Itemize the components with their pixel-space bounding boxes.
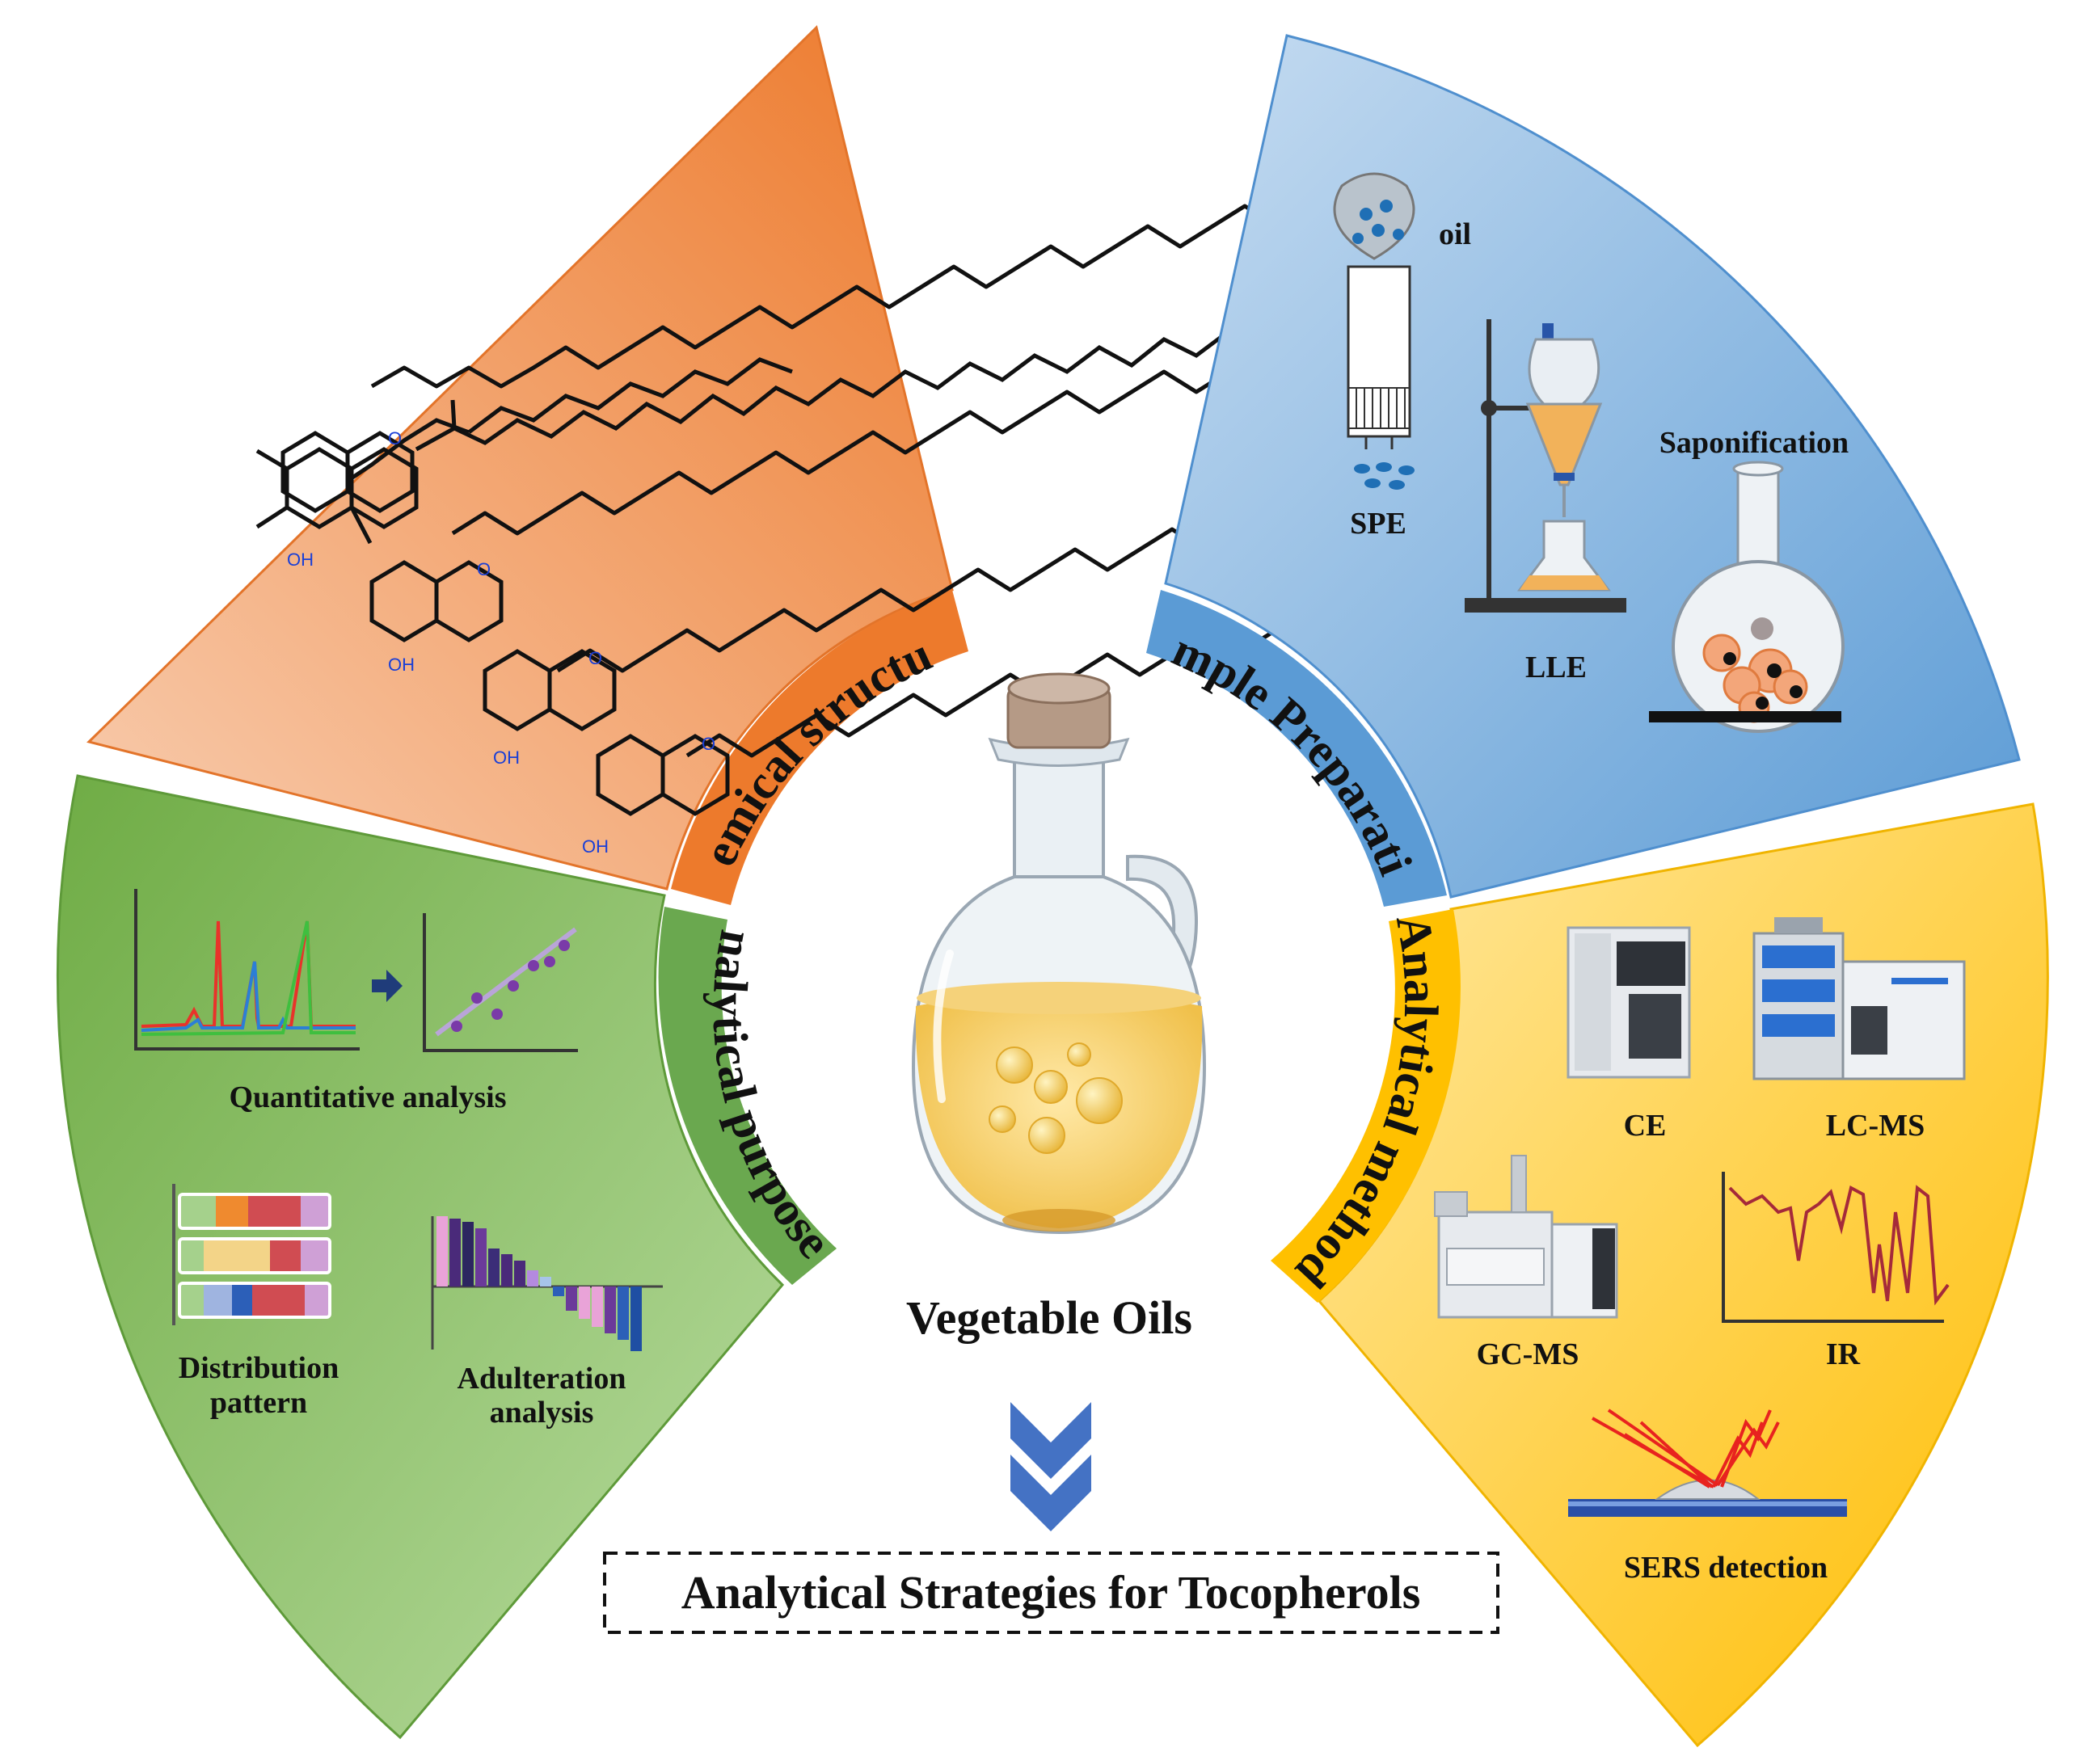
sers-label: SERS detection [1624,1551,1828,1585]
saponification-label: Saponification [1659,426,1849,460]
subtitle-text: Analytical Strategies for Tocopherols [681,1566,1421,1619]
chevron-down-icon [1010,1402,1091,1531]
svg-text:O: O [388,428,402,448]
ir-label: IR [1826,1337,1861,1371]
oil-label: oil [1439,217,1471,251]
lle-label: LLE [1525,651,1587,684]
separatory-funnel-icon [1465,319,1626,613]
oil-bubbles [989,1042,1123,1154]
lcms-instrument-icon [1752,917,1966,1080]
chemical-structures-band [671,590,968,905]
quantitative-analysis-label: Quantitative analysis [229,1080,506,1114]
arrow-right-icon [372,970,403,1002]
gcms-instrument-icon [1434,1155,1618,1319]
oxygen-labels: O O O O [388,428,715,754]
subtitle-box: Analytical Strategies for Tocopherols [603,1552,1499,1634]
svg-text:OH: OH [287,550,314,570]
lcms-label: LC-MS [1826,1109,1925,1143]
tocopherol-structure-1 [255,322,1295,545]
ce-instrument-icon [1567,926,1691,1079]
ir-spectrum-icon [1722,1172,1950,1323]
sers-laser-icon [1568,1409,1847,1517]
chromatogram-icon [134,889,360,1051]
tocopherol-structure-1-tail [346,357,793,483]
chemical-structures-quadrant: Chemical structures [0,0,1368,905]
svg-text:OH: OH [388,655,415,675]
svg-text:OH: OH [493,747,520,768]
analytical-purposes-band [658,907,837,1285]
waterfall-bar-icon [431,1216,663,1351]
analytical-method-band [1271,909,1461,1303]
svg-text:O: O [477,559,491,579]
spe-label: SPE [1350,507,1406,541]
spe-cartridge-icon [1333,172,1415,490]
calibration-plot-icon [423,913,578,1052]
oil-bottle-icon [911,672,1207,1235]
svg-text:O: O [702,734,715,754]
sample-preparation-band [1146,590,1447,907]
center-title: Vegetable Oils [906,1291,1192,1344]
ce-label: CE [1624,1109,1667,1143]
gcms-label: GC-MS [1477,1337,1579,1371]
analytical-method-quadrant: Analytical method CE LC-MS [1271,802,2049,1748]
round-flask-icon [1649,461,1845,733]
svg-text:OH: OH [582,836,609,857]
distribution-label-line1: Distribution [179,1351,339,1385]
svg-text:O: O [588,648,602,668]
adulteration-label-line2: analysis [490,1396,594,1430]
chromanol-rings [280,431,730,816]
hydroxyl-labels: OH OH OH OH [287,550,609,857]
stacked-bar-icon [172,1184,331,1325]
adulteration-label-line1: Adulteration [458,1362,626,1396]
distribution-label-line2: pattern [210,1386,307,1420]
